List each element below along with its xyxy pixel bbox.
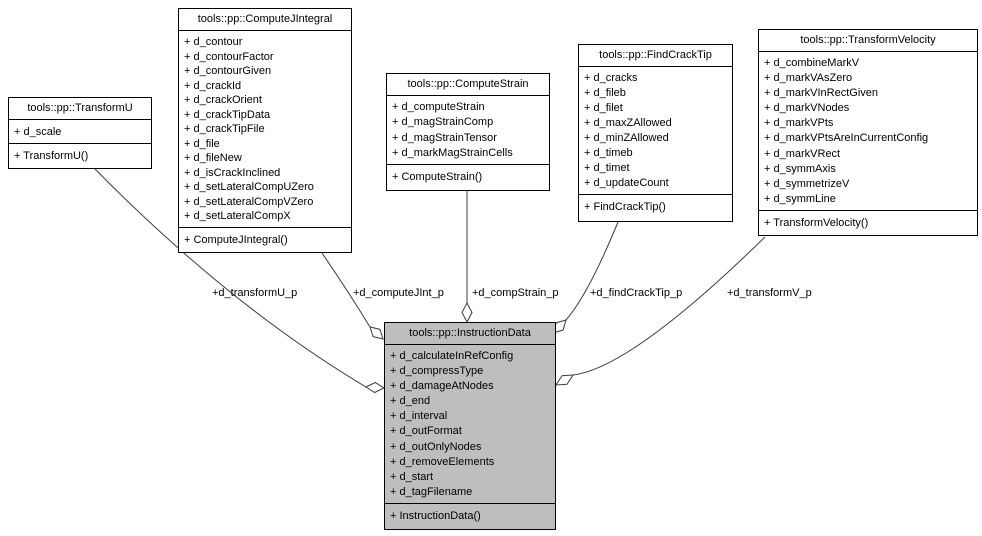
class-methods-section: + TransformU() <box>9 144 151 162</box>
class-title: tools::pp::TransformU <box>9 98 151 120</box>
method-row: + FindCrackTip() <box>584 201 666 213</box>
class-box-compute-j-integral[interactable]: tools::pp::ComputeJIntegral+ d_contour+ … <box>178 8 352 253</box>
aggregation-diamond-icon <box>461 301 473 324</box>
field-row: + d_crackTipFile <box>184 123 265 136</box>
field-row: + d_setLateralCompUZero <box>184 181 314 194</box>
edge-transform-u-p <box>94 168 367 388</box>
field-row: + d_symmetrizeV <box>764 177 850 190</box>
edge-label-transform-v-p: +d_transformV_p <box>727 287 812 299</box>
field-row: + d_maxZAllowed <box>584 117 672 129</box>
edge-compute-j-int-p <box>321 252 371 328</box>
field-row: + d_combineMarkV <box>764 57 860 69</box>
field-row: + d_start <box>390 470 434 483</box>
edge-label-compute-j-int-p: +d_computeJInt_p <box>353 287 444 299</box>
method-row: + TransformU() <box>14 150 89 162</box>
class-title: tools::pp::ComputeJIntegral <box>179 9 351 31</box>
class-methods-section: + TransformVelocity() <box>759 211 977 229</box>
class-methods-section: + ComputeStrain() <box>387 165 549 183</box>
field-row: + d_compressType <box>390 365 484 378</box>
field-row: + d_markVRect <box>764 147 841 160</box>
field-row: + d_markVPtsAreInCurrentConfig <box>764 132 929 145</box>
field-row: + d_contourFactor <box>184 50 274 63</box>
edge-transform-v-p <box>572 236 766 376</box>
field-row: + d_magStrainComp <box>392 116 494 129</box>
class-box-compute-strain[interactable]: tools::pp::ComputeStrain+ d_computeStrai… <box>386 73 550 191</box>
field-row: + d_filet <box>584 102 623 114</box>
class-fields-section: + d_contour + d_contourFactor + d_contourG… <box>179 31 351 228</box>
aggregation-diamond-icon <box>369 326 384 340</box>
class-title: tools::pp::TransformVelocity <box>759 30 977 52</box>
field-row: + d_outFormat <box>390 425 462 438</box>
field-row: + d_crackOrient <box>184 94 262 107</box>
field-row: + d_calculateInRefConfig <box>390 350 514 362</box>
class-methods-section: + FindCrackTip() <box>579 195 732 213</box>
class-box-transform-velocity[interactable]: tools::pp::TransformVelocity+ d_combineM… <box>758 29 978 236</box>
class-fields-section: + d_cracks + d_fileb + d_filet + d_maxZAllo… <box>579 67 732 195</box>
class-box-find-crack-tip[interactable]: tools::pp::FindCrackTip+ d_cracks+ d_fil… <box>578 44 733 222</box>
field-row: + d_contour <box>184 36 243 48</box>
method-row: + InstructionData() <box>390 510 481 522</box>
field-row: + d_setLateralCompVZero <box>184 195 314 208</box>
field-row: + d_markVNodes <box>764 102 850 115</box>
edge-label-comp-strain-p: +d_compStrain_p <box>472 287 559 299</box>
method-row: + ComputeStrain() <box>392 171 483 183</box>
field-row: + d_magStrainTensor <box>392 131 497 144</box>
class-box-transform-u[interactable]: tools::pp::TransformU+ d_scale+ Transfor… <box>8 97 152 169</box>
field-row: + d_crackId <box>184 79 242 92</box>
field-row: + d_tagFilename <box>390 485 473 498</box>
method-row: + ComputeJIntegral() <box>184 234 288 246</box>
class-box-instruction-data[interactable]: tools::pp::InstructionData+ d_calculateI… <box>384 322 556 530</box>
aggregation-diamond-icon <box>555 374 574 386</box>
class-fields-section: + d_calculateInRefConfig + d_compressType… <box>385 345 555 504</box>
field-row: + d_crackTipData <box>184 108 271 121</box>
field-row: + d_timet <box>584 162 630 174</box>
class-title: tools::pp::FindCrackTip <box>579 45 732 67</box>
field-row: + d_contourGiven <box>184 65 272 78</box>
class-fields-section: + d_combineMarkV + d_markVAsZero + d_markV… <box>759 52 977 211</box>
field-row: + d_interval <box>390 410 448 423</box>
class-methods-section: + InstructionData() <box>385 504 555 522</box>
aggregation-diamond-icon <box>364 381 386 394</box>
field-row: + d_fileNew <box>184 152 242 165</box>
field-row: + d_symmLine <box>764 192 836 205</box>
field-row: + d_cracks <box>584 72 638 84</box>
field-row: + d_damageAtNodes <box>390 380 494 393</box>
field-row: + d_fileb <box>584 87 626 99</box>
field-row: + d_markVPts <box>764 117 834 130</box>
field-row: + d_removeElements <box>390 455 495 468</box>
field-row: + d_markVInRectGiven <box>764 87 879 100</box>
class-title: tools::pp::InstructionData <box>385 323 555 345</box>
edge-label-find-crack-tip-p: +d_findCrackTip_p <box>590 287 682 299</box>
field-row: + d_updateCount <box>584 177 669 189</box>
class-fields-section: + d_scale <box>9 120 151 144</box>
field-row: + d_file <box>184 137 220 150</box>
field-row: + d_timeb <box>584 147 633 159</box>
field-row: + d_markVAsZero <box>764 72 853 85</box>
field-row: + d_outOnlyNodes <box>390 440 482 453</box>
class-fields-section: + d_computeStrain + d_magStrainComp + d_ma… <box>387 96 549 165</box>
field-row: + d_markMagStrainCells <box>392 146 513 159</box>
field-row: + d_end <box>390 395 431 408</box>
field-row: + d_setLateralCompX <box>184 210 291 223</box>
edge-label-transform-u-p: +d_transformU_p <box>212 287 297 299</box>
field-row: + d_scale <box>14 126 62 138</box>
field-row: + d_computeStrain <box>392 101 485 113</box>
edge-find-crack-tip-p <box>565 221 619 321</box>
field-row: + d_minZAllowed <box>584 132 669 144</box>
class-methods-section: + ComputeJIntegral() <box>179 228 351 246</box>
field-row: + d_symmAxis <box>764 162 836 175</box>
field-row: + d_isCrackInclined <box>184 166 281 179</box>
class-title: tools::pp::ComputeStrain <box>387 74 549 96</box>
method-row: + TransformVelocity() <box>764 217 869 229</box>
